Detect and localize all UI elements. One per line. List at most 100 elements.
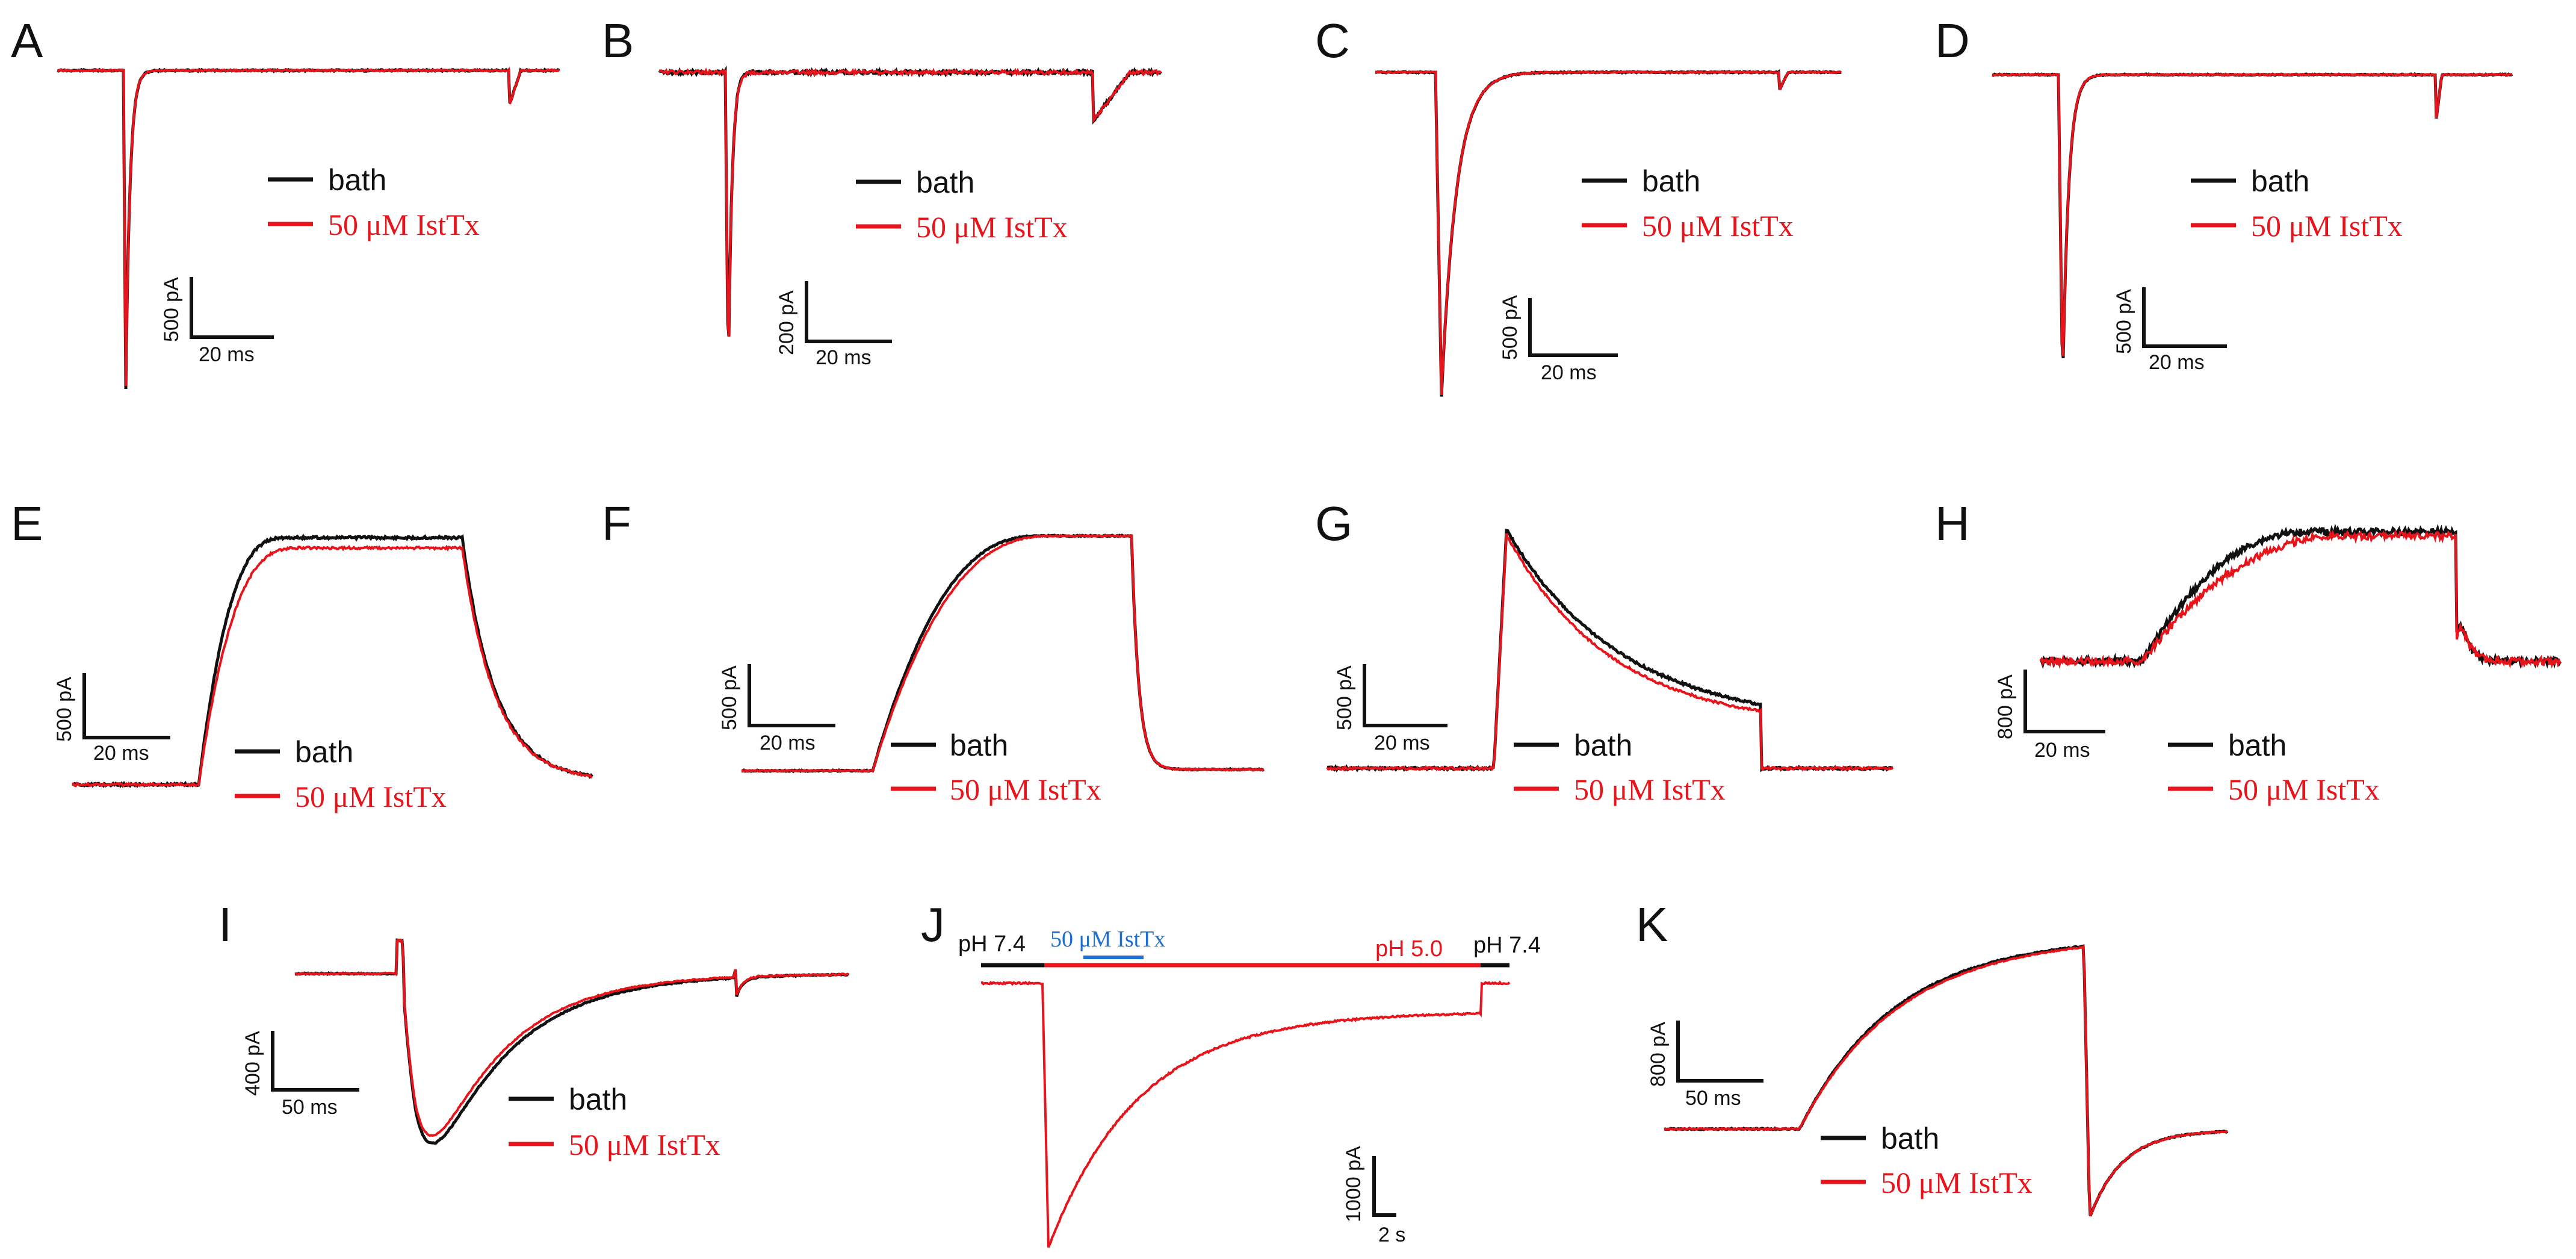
panel-i-label: I xyxy=(218,898,232,951)
panel-g-legend-drug-label: 50 μM IstTx xyxy=(1574,772,1726,806)
panel-j-scalebar: 1000 pA 2 s xyxy=(1342,1146,1405,1246)
panel-b-legend-bath-label: bath xyxy=(916,166,974,199)
panel-i: I bath 50 μM IstTx 400 pA 50 ms xyxy=(218,898,850,1161)
panel-d-trace-isttx xyxy=(1992,72,2513,356)
panel-b-trace-bath xyxy=(658,65,1162,337)
panel-d-scalebar-x-label: 20 ms xyxy=(2149,351,2205,374)
panel-k-legend: bath 50 μM IstTx xyxy=(1821,1122,2033,1199)
panel-e-label: E xyxy=(11,497,43,550)
panel-a-scalebar-lines xyxy=(190,277,274,339)
panel-b-scalebar-x-label: 20 ms xyxy=(816,346,872,369)
panel-k-scalebar-y-label: 800 pA xyxy=(1647,1022,1670,1087)
panel-c-label: C xyxy=(1315,14,1350,67)
panel-i-legend-drug-label: 50 μM IstTx xyxy=(569,1128,720,1161)
panel-d: D bath 50 μM IstTx 500 pA 20 ms xyxy=(1935,14,2513,374)
panel-h-scalebar: 800 pA 20 ms xyxy=(1994,670,2105,762)
panel-d-legend: bath 50 μM IstTx xyxy=(2191,164,2403,243)
panel-a-legend-bath-label: bath xyxy=(328,163,386,197)
panel-d-scalebar-lines xyxy=(2142,287,2227,348)
panel-e-legend-bath-label: bath xyxy=(295,735,353,769)
panel-e-legend-drug-label: 50 μM IstTx xyxy=(295,780,447,813)
panel-h-trace-bath xyxy=(2040,523,2562,670)
panel-c-scalebar-x-label: 20 ms xyxy=(1541,361,1597,384)
panel-b-trace-isttx xyxy=(658,67,1162,337)
panel-g-label: G xyxy=(1315,497,1352,550)
panel-e-trace-isttx xyxy=(72,544,593,788)
panel-g-scalebar-y-label: 500 pA xyxy=(1333,665,1356,730)
panel-a-scalebar-y-label: 500 pA xyxy=(160,277,183,342)
panel-b-legend-drug-label: 50 μM IstTx xyxy=(916,210,1068,244)
panel-c-scalebar-lines xyxy=(1528,298,1618,357)
panel-e-scalebar-y-label: 500 pA xyxy=(53,677,76,742)
panel-i-legend-bath-label: bath xyxy=(569,1083,627,1116)
panel-e-scalebar-lines xyxy=(82,673,170,739)
panel-a-trace-bath xyxy=(57,67,560,390)
panel-e-scalebar-x-label: 20 ms xyxy=(93,742,149,765)
panel-a-label: A xyxy=(11,14,43,67)
panel-a-scalebar-x-label: 20 ms xyxy=(199,343,255,366)
panel-a-trace-isttx xyxy=(57,66,560,386)
panel-b-scalebar: 200 pA 20 ms xyxy=(775,281,892,369)
panel-k-trace-isttx xyxy=(1664,945,2229,1217)
panel-f-scalebar: 500 pA 20 ms xyxy=(718,664,835,754)
panel-k-scalebar-lines xyxy=(1676,1021,1763,1083)
panel-k-scalebar-x-label: 50 ms xyxy=(1685,1087,1741,1110)
panel-h: H bath 50 μM IstTx 800 pA 20 ms xyxy=(1935,497,2562,806)
panel-j-ph-test-label: pH 5.0 xyxy=(1375,936,1443,962)
panel-a: A bath 50 μM IstTx 500 pA 20 ms xyxy=(11,14,560,390)
panel-e-legend: bath 50 μM IstTx xyxy=(235,735,447,813)
panel-k-label: K xyxy=(1636,898,1668,951)
panel-g: G bath 50 μM IstTx 500 pA 20 ms xyxy=(1315,497,1894,806)
panel-c-scalebar: 500 pA 20 ms xyxy=(1499,295,1618,384)
panel-b: B bath 50 μM IstTx 200 pA 20 ms xyxy=(602,14,1162,369)
panel-k-scalebar: 800 pA 50 ms xyxy=(1647,1021,1763,1110)
panel-h-scalebar-x-label: 20 ms xyxy=(2034,739,2090,762)
panel-d-legend-drug-label: 50 μM IstTx xyxy=(2251,209,2403,243)
panel-c-legend-bath-label: bath xyxy=(1642,164,1700,198)
panel-b-label: B xyxy=(602,14,634,67)
panel-b-legend: bath 50 μM IstTx xyxy=(856,166,1068,244)
panel-g-trace-isttx xyxy=(1326,533,1894,772)
panel-a-legend-drug-label: 50 μM IstTx xyxy=(328,208,480,241)
panel-d-scalebar-y-label: 500 pA xyxy=(2113,289,2135,354)
panel-h-label: H xyxy=(1935,497,1970,550)
panel-e: E bath 50 μM IstTx 500 pA 20 ms xyxy=(11,497,593,813)
panel-k: K bath 50 μM IstTx 800 pA 50 ms xyxy=(1636,898,2229,1217)
panel-i-trace-isttx xyxy=(294,938,849,1137)
panel-g-scalebar: 500 pA 20 ms xyxy=(1333,664,1447,754)
panel-g-scalebar-lines xyxy=(1363,664,1447,727)
panel-b-scalebar-lines xyxy=(805,281,892,343)
panel-e-scalebar: 500 pA 20 ms xyxy=(53,673,170,765)
panel-i-scalebar-x-label: 50 ms xyxy=(282,1096,338,1119)
panel-d-label: D xyxy=(1935,14,1970,67)
panel-f-scalebar-x-label: 20 ms xyxy=(760,732,816,754)
panel-j: J pH 7.4 50 μM IstTx pH 5.0 pH 7.4 1000 … xyxy=(921,898,1541,1248)
panel-f-scalebar-y-label: 500 pA xyxy=(718,665,741,730)
panel-k-legend-bath-label: bath xyxy=(1881,1122,1939,1155)
panel-g-scalebar-x-label: 20 ms xyxy=(1374,732,1430,754)
panel-h-legend: bath 50 μM IstTx xyxy=(2168,729,2380,806)
panel-j-trace-ph5 xyxy=(980,980,1511,1248)
panel-f-trace-isttx xyxy=(741,533,1265,773)
panel-i-scalebar-lines xyxy=(271,1031,359,1092)
panel-i-scalebar: 400 pA 50 ms xyxy=(241,1031,359,1119)
panel-c-scalebar-y-label: 500 pA xyxy=(1499,295,1522,360)
panel-f-legend-drug-label: 50 μM IstTx xyxy=(950,772,1101,806)
panel-j-scalebar-lines xyxy=(1372,1156,1396,1217)
panel-j-toxin-label: 50 μM IstTx xyxy=(1050,927,1165,952)
panel-j-scalebar-y-label: 1000 pA xyxy=(1342,1146,1365,1222)
panel-g-legend: bath 50 μM IstTx xyxy=(1514,729,1726,806)
panel-j-ph-start-label: pH 7.4 xyxy=(958,931,1026,957)
panel-c-legend: bath 50 μM IstTx xyxy=(1582,164,1794,243)
panel-f-scalebar-lines xyxy=(748,664,835,727)
panel-d-legend-bath-label: bath xyxy=(2251,164,2309,198)
panel-f-label: F xyxy=(602,497,631,550)
panel-h-scalebar-y-label: 800 pA xyxy=(1994,674,2017,739)
panel-c-legend-drug-label: 50 μM IstTx xyxy=(1642,209,1794,243)
panel-f: F bath 50 μM IstTx 500 pA 20 ms xyxy=(602,497,1265,806)
panel-j-scalebar-x-label: 2 s xyxy=(1378,1223,1405,1246)
panel-h-trace-isttx xyxy=(2039,529,2562,669)
panel-c-trace-isttx xyxy=(1375,70,1842,395)
panel-h-legend-bath-label: bath xyxy=(2228,729,2287,762)
